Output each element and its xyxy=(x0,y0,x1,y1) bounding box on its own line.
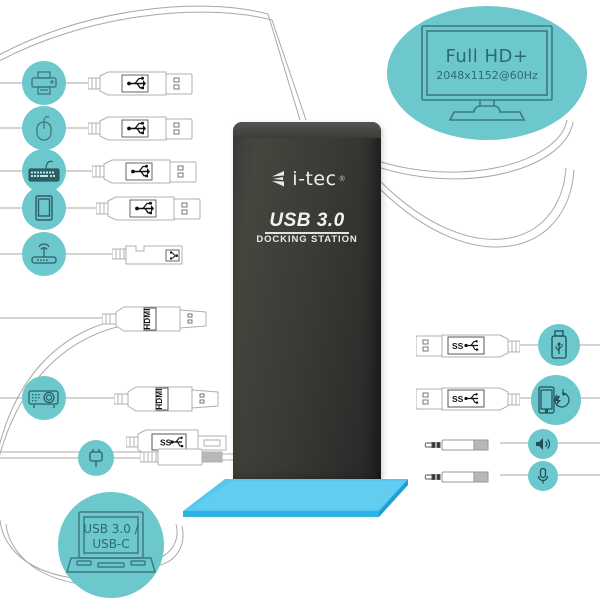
label-divider xyxy=(265,232,349,234)
usb-trident-icon xyxy=(127,121,146,135)
smartphone-charge-icon xyxy=(538,386,570,414)
printer-icon xyxy=(31,71,57,95)
laptop-icon xyxy=(66,511,156,573)
usb-superspeed-icon: SS xyxy=(452,340,479,351)
device-bubble-printer[interactable] xyxy=(22,61,66,105)
svg-text:HDMI: HDMI xyxy=(143,308,152,329)
usb-a-ss-connector-2[interactable]: SS xyxy=(416,382,520,416)
product-subtitle: DOCKING STATION xyxy=(256,234,358,245)
dock-top-edge xyxy=(233,122,381,138)
usb-a-connector-3[interactable] xyxy=(92,154,200,190)
usb-superspeed-icon: SS xyxy=(160,436,184,448)
device-bubble-mouse[interactable] xyxy=(22,106,66,150)
device-bubble-power[interactable] xyxy=(78,440,114,476)
dc-barrel-connector[interactable] xyxy=(140,440,258,474)
power-plug-icon xyxy=(89,449,103,467)
svg-text:SS: SS xyxy=(160,438,172,448)
device-bubble-smartphone-charge[interactable] xyxy=(531,375,581,425)
usb-a-ss-connector-1[interactable]: SS xyxy=(416,329,520,363)
i-tec-mark-icon xyxy=(272,171,285,187)
usb-a-connector-2[interactable] xyxy=(88,111,196,147)
docking-station-base xyxy=(183,479,408,517)
device-bubble-flash-drive[interactable] xyxy=(538,324,580,366)
usb-a-connector-1[interactable] xyxy=(88,66,196,102)
brand-registered-mark: ® xyxy=(339,175,345,183)
router-icon xyxy=(31,243,57,264)
host-callout-line2: USB-C xyxy=(92,537,130,551)
monitor-icon xyxy=(421,25,553,121)
microphone-icon xyxy=(537,467,549,484)
audio-jack-connector-microphone[interactable] xyxy=(424,466,514,488)
network-icon xyxy=(170,251,178,260)
display-callout-title: Full HD+ xyxy=(445,46,529,67)
mouse-icon xyxy=(36,115,52,141)
tablet-icon xyxy=(35,195,53,221)
usb-trident-icon xyxy=(131,164,150,178)
brand-logo: i-tec ® xyxy=(233,168,381,190)
flash-drive-icon xyxy=(551,330,567,359)
keyboard-icon xyxy=(28,160,60,182)
rj45-connector[interactable] xyxy=(112,239,204,271)
audio-jack-connector-speaker[interactable] xyxy=(424,434,514,456)
display-callout-detail: 2048x1152@60Hz xyxy=(436,69,538,82)
usb-a-connector-4[interactable] xyxy=(96,191,204,227)
brand-name: i-tec xyxy=(292,168,337,190)
display-callout[interactable]: Full HD+ 2048x1152@60Hz xyxy=(387,6,587,140)
svg-text:HDMI: HDMI xyxy=(155,388,164,409)
device-bubble-speaker[interactable] xyxy=(528,429,558,459)
svg-text:SS: SS xyxy=(452,394,464,404)
projector-icon xyxy=(28,390,59,408)
device-bubble-microphone[interactable] xyxy=(528,461,558,491)
device-bubble-tablet[interactable] xyxy=(22,186,66,230)
usb-trident-icon xyxy=(135,201,154,215)
host-callout-line1: USB 3.0 / xyxy=(83,522,139,536)
hdmi-connector-1[interactable]: HDMI xyxy=(102,300,214,338)
svg-text:SS: SS xyxy=(452,341,464,351)
display-callout-text: Full HD+ 2048x1152@60Hz xyxy=(387,46,587,82)
usb-superspeed-icon: SS xyxy=(452,393,479,404)
hdmi-connector-2[interactable]: HDMI xyxy=(114,380,226,418)
device-bubble-router[interactable] xyxy=(22,232,66,276)
host-callout[interactable]: USB 3.0 / USB-C xyxy=(58,492,164,598)
host-callout-text: USB 3.0 / USB-C xyxy=(58,522,164,552)
docking-station-body[interactable]: i-tec ® USB 3.0 DOCKING STATION xyxy=(233,122,381,482)
usb-trident-icon xyxy=(127,76,146,90)
device-bubble-projector[interactable] xyxy=(22,376,66,420)
speaker-icon xyxy=(536,438,551,450)
device-bubble-keyboard[interactable] xyxy=(22,149,66,193)
product-model-line: USB 3.0 xyxy=(269,210,345,231)
